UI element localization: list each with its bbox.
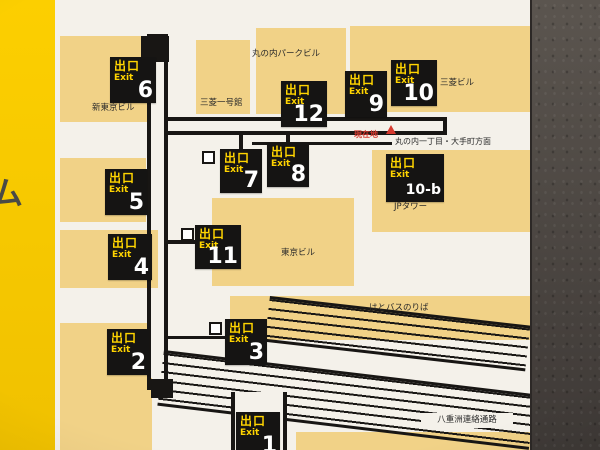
corridor-right-cap bbox=[443, 117, 447, 135]
label-mitsubishi: 三菱ビル bbox=[440, 78, 475, 88]
exit-label-jp: 出口 bbox=[224, 151, 251, 165]
exit7-connector bbox=[239, 135, 243, 149]
exit-label-jp: 出口 bbox=[285, 83, 312, 97]
exit-marker-8: 出口 Exit 8 bbox=[267, 143, 309, 187]
label-jp-tower: JPタワー bbox=[394, 202, 428, 212]
exit-label-jp: 出口 bbox=[390, 156, 417, 170]
exit-label-en: Exit bbox=[112, 250, 132, 260]
exit-label-en: Exit bbox=[199, 241, 219, 251]
bottom-left-block bbox=[60, 378, 152, 450]
exit-number: 2 bbox=[130, 350, 146, 375]
exit-label-jp: 出口 bbox=[240, 414, 267, 428]
exit-number: 5 bbox=[128, 190, 144, 215]
exit-marker-9: 出口 Exit 9 bbox=[345, 71, 387, 117]
exit-label-en: Exit bbox=[224, 165, 244, 175]
exit-label-en: Exit bbox=[285, 97, 305, 107]
exit-label-jp: 出口 bbox=[271, 145, 298, 159]
exit-label-en: Exit bbox=[395, 76, 415, 86]
exit-number: 6 bbox=[137, 78, 153, 103]
exit-label-en: Exit bbox=[111, 345, 131, 355]
exit-label-en: Exit bbox=[229, 335, 249, 345]
exit-label-en: Exit bbox=[390, 170, 410, 180]
exit-marker-1: 出口 Exit 1 bbox=[236, 412, 280, 450]
exit-number: 9 bbox=[368, 92, 384, 117]
exit-marker-5: 出口 Exit 5 bbox=[105, 169, 147, 215]
label-marunouchi-park: 丸の内パークビル bbox=[252, 49, 321, 59]
exit-label-en: Exit bbox=[114, 73, 134, 83]
corridor-horizontal-wall-bottom bbox=[166, 131, 447, 135]
partial-signage-text: ム bbox=[0, 174, 24, 212]
left-yellow-pillar: ム bbox=[0, 0, 55, 450]
exit-number: 12 bbox=[293, 102, 324, 127]
building-mitsubishi-ichigokan bbox=[196, 40, 250, 114]
exit3-connector bbox=[168, 336, 225, 339]
exit-label-jp: 出口 bbox=[109, 171, 136, 185]
direction-label: 丸の内一丁目・大手町方面 bbox=[395, 137, 491, 146]
exit-marker-10: 出口 Exit 10 bbox=[391, 60, 437, 106]
elevator-icon bbox=[202, 151, 215, 164]
exit-label-jp: 出口 bbox=[199, 227, 226, 241]
exit-label-jp: 出口 bbox=[229, 321, 256, 335]
label-tokyo-building: 東京ビル bbox=[281, 248, 316, 258]
exit11-connector bbox=[168, 240, 196, 244]
corridor-vertical-wall-right bbox=[164, 34, 168, 390]
exit8-connector bbox=[286, 135, 290, 143]
exit-marker-2: 出口 Exit 2 bbox=[107, 329, 149, 375]
exit-marker-10b: 出口 Exit 10-b bbox=[386, 154, 444, 202]
label-hato-bus: はとバスのりば bbox=[369, 303, 429, 313]
exit-number: 3 bbox=[248, 340, 264, 365]
exit-number: 1 bbox=[261, 433, 277, 450]
label-yaesu-passage: 八重洲連絡通路 bbox=[437, 414, 497, 425]
exit-label-jp: 出口 bbox=[114, 59, 141, 73]
exit-marker-6: 出口 Exit 6 bbox=[110, 57, 156, 103]
street-line bbox=[252, 142, 392, 145]
label-mitsubishi-ichigokan: 三菱一号館 bbox=[200, 98, 243, 108]
right-wall bbox=[530, 0, 600, 450]
exit-marker-11: 出口 Exit 11 bbox=[195, 225, 241, 269]
exit-number: 4 bbox=[133, 255, 149, 280]
exit-label-jp: 出口 bbox=[395, 62, 422, 76]
exit-label-jp: 出口 bbox=[112, 236, 139, 250]
label-shin-tokyo: 新東京ビル bbox=[92, 103, 135, 113]
exit-label-en: Exit bbox=[271, 159, 291, 169]
exit-marker-12: 出口 Exit 12 bbox=[281, 81, 327, 127]
exit-number: 10-b bbox=[405, 182, 441, 198]
exit-label-jp: 出口 bbox=[349, 73, 376, 87]
exit-marker-7: 出口 Exit 7 bbox=[220, 149, 262, 193]
exit-number: 10 bbox=[403, 81, 434, 106]
exit-number: 7 bbox=[243, 168, 259, 193]
elevator-icon bbox=[209, 322, 222, 335]
exit-label-en: Exit bbox=[240, 428, 260, 438]
elevator-icon bbox=[181, 228, 194, 241]
corridor-vertical-wall-left bbox=[147, 34, 151, 390]
exit-label-en: Exit bbox=[349, 87, 369, 97]
current-location-label: 現在地 bbox=[354, 130, 378, 139]
exit-label-jp: 出口 bbox=[111, 331, 138, 345]
exit-marker-3: 出口 Exit 3 bbox=[225, 319, 267, 365]
exit-number: 11 bbox=[207, 244, 238, 269]
current-location-triangle-icon bbox=[386, 125, 396, 134]
yaesu-passage-label-plate: 八重洲連絡通路 bbox=[421, 413, 513, 428]
exit-marker-4: 出口 Exit 4 bbox=[108, 234, 152, 280]
exit-label-en: Exit bbox=[109, 185, 129, 195]
exit-number: 8 bbox=[290, 162, 306, 187]
